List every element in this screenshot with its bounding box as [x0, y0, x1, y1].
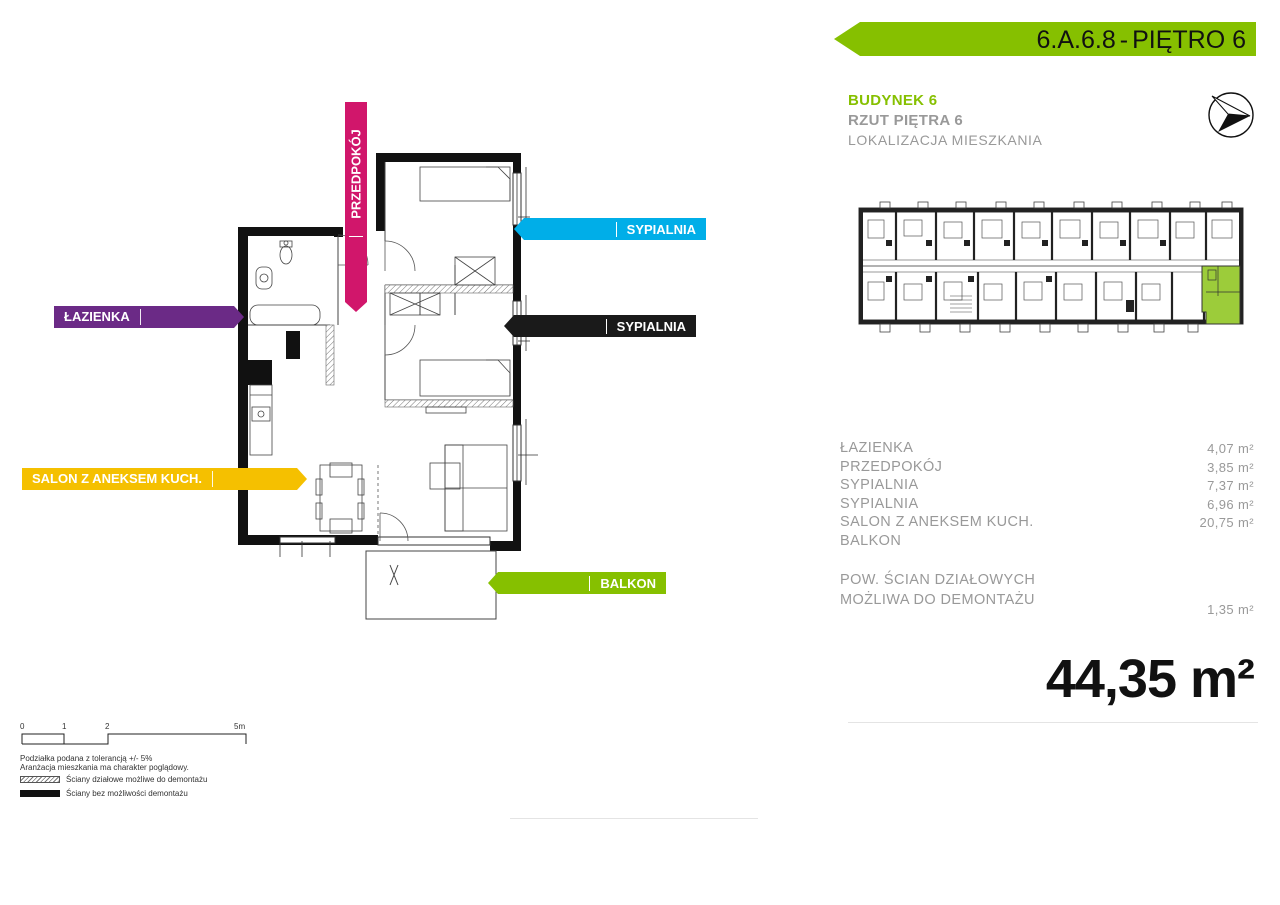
list-item: SALON Z ANEKSEM KUCH.20,75 m² — [840, 514, 1254, 531]
location-label: LOKALIZACJA MIESZKANIA — [848, 132, 1043, 148]
room-tag-label: PRZEDPOKÓJ — [348, 129, 364, 219]
building-key-plan — [858, 201, 1244, 333]
header-banner — [834, 22, 1256, 56]
room-tag-label: SYPIALNIA — [605, 318, 696, 334]
legend-hatched: Ściany działowe możliwe do demontażu — [20, 775, 207, 784]
room-tag-balkon: BALKON — [488, 572, 666, 594]
partition-walls-label-2: MOŻLIWA DO DEMONTAŻU — [840, 592, 1035, 608]
legend-note-1: Podziałka podana z tolerancją +/- 5% — [20, 754, 153, 763]
partition-walls-area: 1,35 m² — [1207, 602, 1254, 617]
partition-walls-info: POW. ŚCIAN DZIAŁOWYCH MOŻLIWA DO DEMONTA… — [840, 572, 1254, 617]
room-tag-label: BALKON — [589, 575, 666, 591]
legend-solid-label: Ściany bez możliwości demontażu — [66, 789, 188, 798]
compass-icon — [1208, 92, 1254, 138]
divider — [510, 818, 758, 819]
building-name: BUDYNEK 6 — [848, 92, 938, 109]
hatched-swatch — [20, 776, 60, 783]
legend-solid: Ściany bez możliwości demontażu — [20, 789, 188, 798]
scale-tick-1: 1 — [62, 722, 67, 731]
room-tag-label: SYPIALNIA — [615, 221, 706, 237]
scale-tick-0: 0 — [20, 722, 25, 731]
scale-tick-2: 2 — [105, 722, 110, 731]
scale-bar — [21, 733, 247, 745]
solid-swatch — [20, 790, 60, 797]
room-tag-sypialnia-2: SYPIALNIA — [504, 315, 696, 337]
partition-walls-label-1: POW. ŚCIAN DZIAŁOWYCH — [840, 572, 1036, 588]
room-tag-salon: SALON Z ANEKSEM KUCH. — [22, 468, 307, 490]
floor-plan-title: RZUT PIĘTRA 6 — [848, 112, 964, 129]
total-area: 44,35 m² — [1045, 649, 1255, 709]
scale-tick-5m: 5m — [234, 722, 246, 731]
room-tag-przedpokoj: PRZEDPOKÓJ — [345, 102, 367, 312]
room-tag-label: ŁAZIENKA — [54, 309, 141, 324]
divider — [848, 722, 1258, 723]
room-tag-label: SALON Z ANEKSEM KUCH. — [22, 471, 213, 486]
floor-label: PIĘTRO 6 — [1132, 26, 1246, 54]
list-item: BALKON — [840, 532, 902, 549]
unit-code: 6.A.6.8 — [1036, 26, 1116, 54]
title-separator: - — [1119, 26, 1129, 54]
divider — [349, 236, 363, 237]
apartment-floor-plan — [238, 153, 538, 620]
room-tag-lazienka: ŁAZIENKA — [54, 306, 244, 328]
legend-hatched-label: Ściany działowe możliwe do demontażu — [66, 775, 208, 784]
room-tag-sypialnia-1: SYPIALNIA — [514, 218, 706, 240]
unit-title: 6.A.6.8-PIĘTRO 6 — [1037, 26, 1246, 55]
legend-note-2: Aranżacja mieszkania ma charakter pogląd… — [20, 763, 189, 772]
